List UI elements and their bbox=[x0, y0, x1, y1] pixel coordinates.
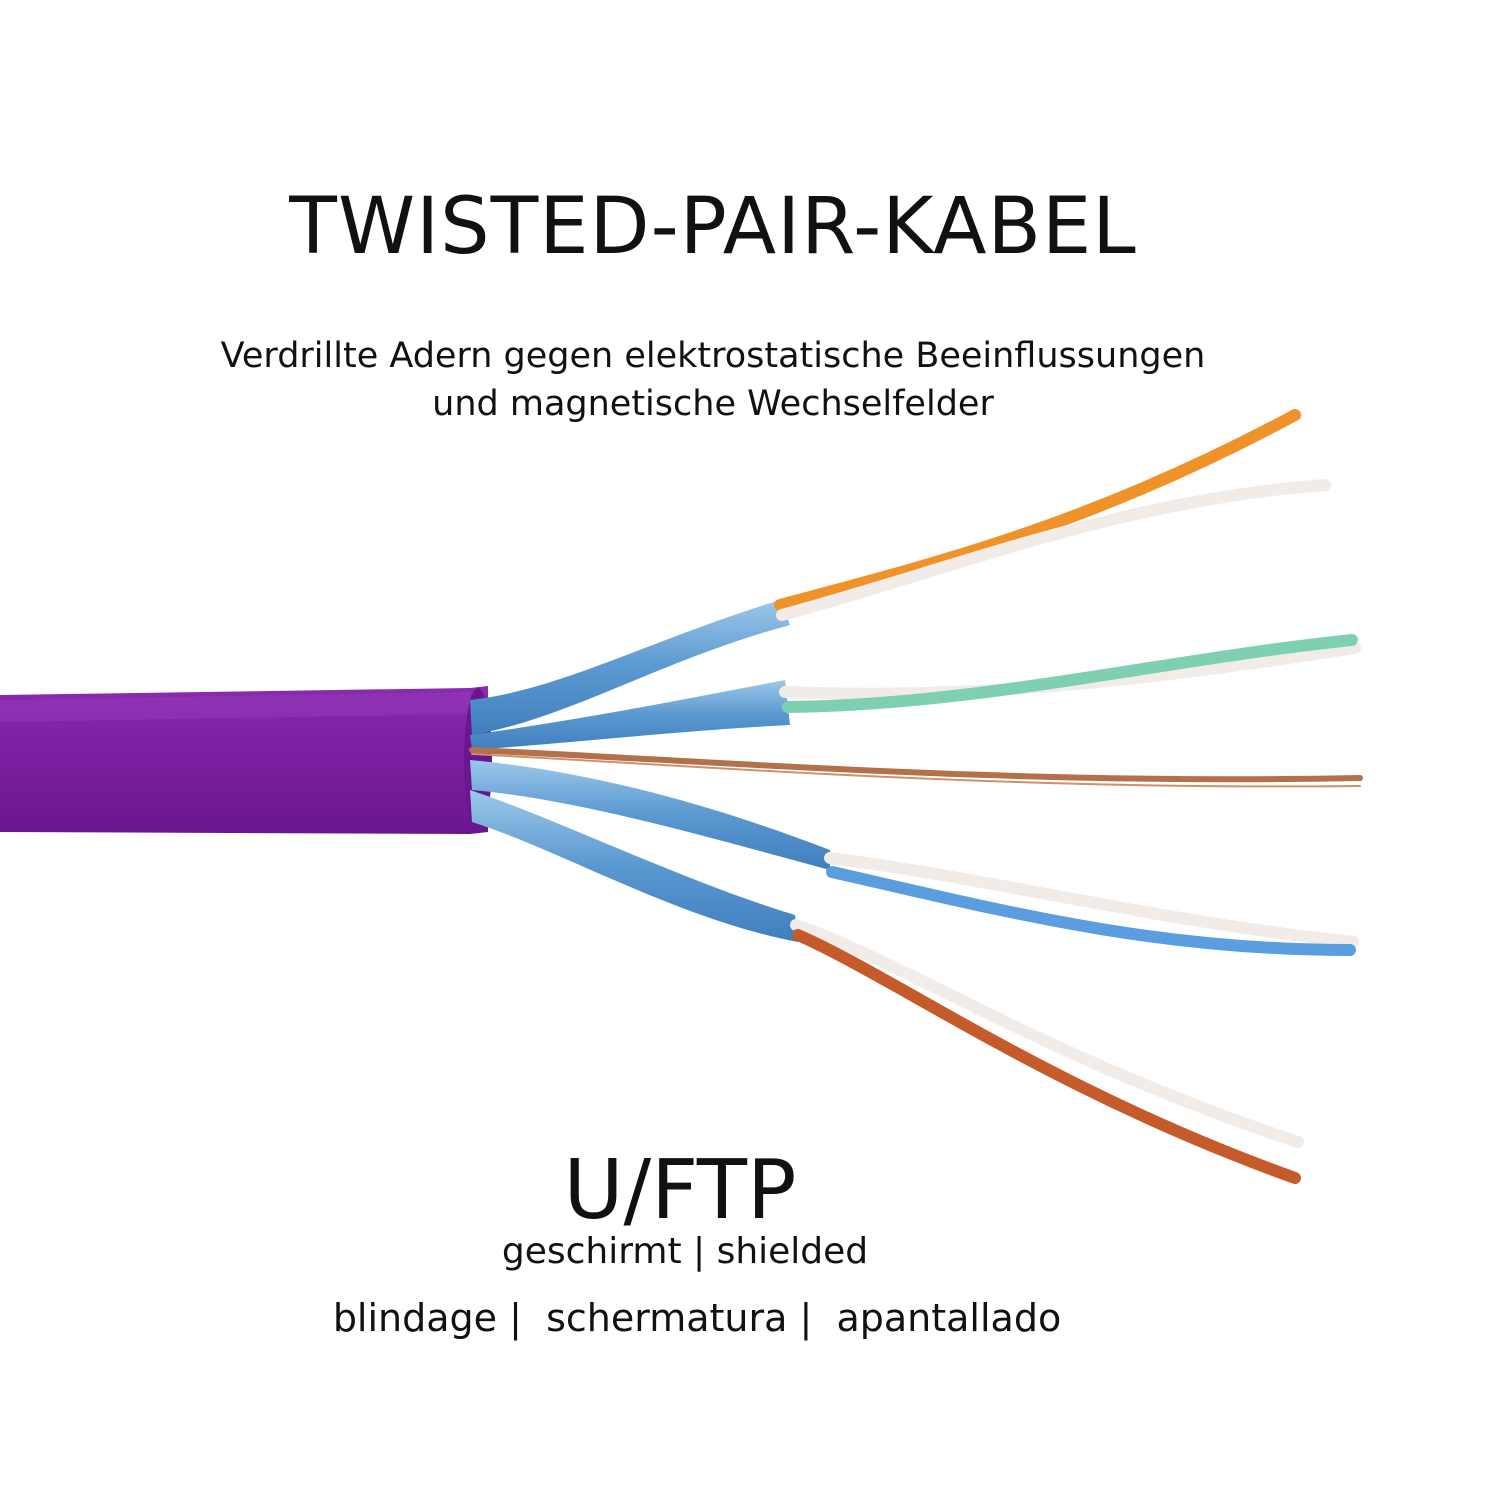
shield-type-label: U/FTP bbox=[563, 1143, 797, 1238]
wire-pair-brown bbox=[790, 919, 1304, 1184]
subtitle-line-2: und magnetische Wechselfelder bbox=[432, 384, 994, 424]
label-fr: blindage bbox=[332, 1296, 498, 1340]
separator-1: | bbox=[497, 1296, 547, 1340]
subtitle-line-1: Verdrillte Adern gegen elektrostatische … bbox=[220, 336, 1206, 376]
wire-pair-blue bbox=[824, 852, 1359, 956]
foil-shield bbox=[470, 600, 830, 942]
label-it: schermatura bbox=[546, 1296, 788, 1340]
wire-pair-green bbox=[779, 634, 1361, 713]
drain-wire bbox=[469, 747, 1363, 788]
page-subtitle: Verdrillte Adern gegen elektrostatische … bbox=[0, 332, 1426, 428]
wire-pair-orange bbox=[774, 409, 1331, 621]
shield-translations: blindage | schermatura | apantallado bbox=[0, 1296, 1394, 1342]
page-title: TWISTED-PAIR-KABEL bbox=[289, 182, 1137, 272]
cable-jacket bbox=[0, 686, 492, 834]
label-es: apantallado bbox=[836, 1296, 1062, 1340]
separator-2: | bbox=[787, 1296, 837, 1340]
shield-description: geschirmt | shielded bbox=[501, 1231, 869, 1272]
cable-illustration bbox=[0, 409, 1363, 1184]
